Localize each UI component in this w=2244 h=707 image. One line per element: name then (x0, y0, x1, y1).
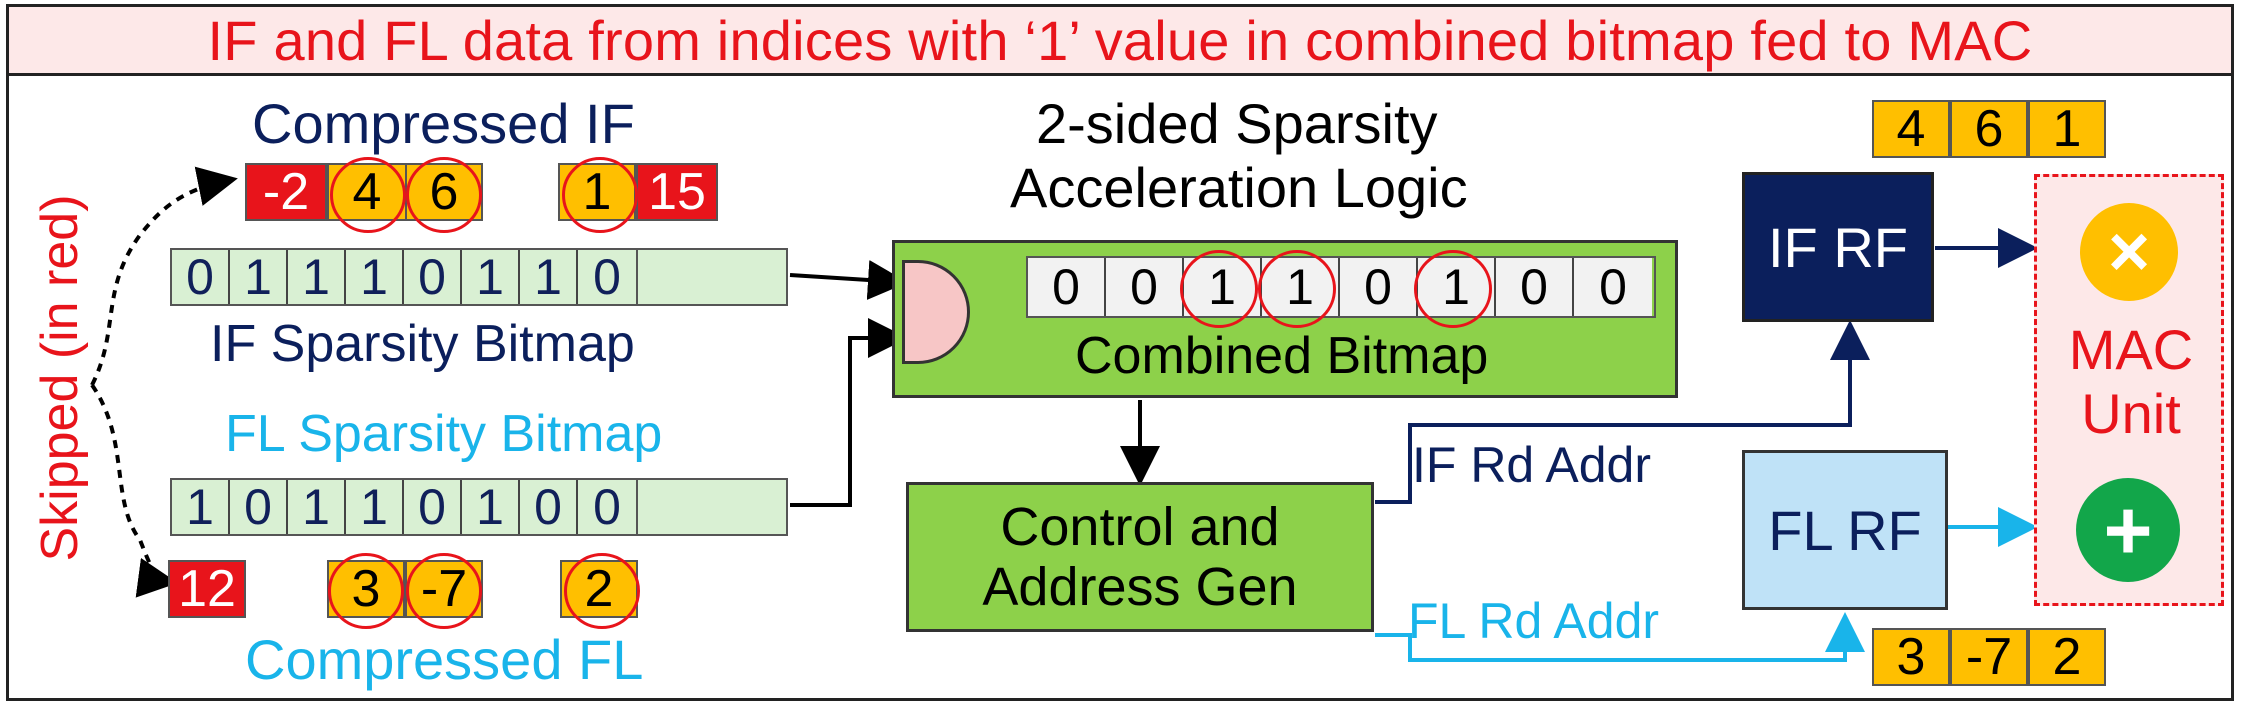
fl-rf-value: 3 (1872, 628, 1950, 686)
bitmap-cell: 0 (578, 479, 636, 535)
combined-bitmap: 0 0 1 1 0 1 0 0 (1026, 256, 1656, 318)
bitmap-cell: 0 (520, 479, 578, 535)
diagram-title: IF and FL data from indices with ‘1’ val… (207, 8, 2033, 72)
fl-bitmap-to-and (790, 318, 908, 507)
logic-title-line1: 2-sided Sparsity (1036, 92, 1438, 155)
if-rd-addr-label: IF Rd Addr (1412, 437, 1651, 493)
selected-circle (1414, 250, 1492, 328)
compressed-fl-label: Compressed FL (245, 628, 644, 691)
bitmap-cell: 0 (404, 249, 462, 305)
bitmap-cell: 0 (404, 479, 462, 535)
if-bitmap-to-and (789, 260, 908, 300)
bitmap-cell: 1 (230, 249, 288, 305)
if-bitmap-label: IF Sparsity Bitmap (210, 315, 635, 373)
fl-rf-value: 2 (2028, 628, 2106, 686)
fl-sparsity-bitmap: 1 0 1 1 0 1 0 0 (170, 478, 638, 536)
selected-circle (1180, 250, 1258, 328)
multiply-icon: × (2080, 203, 2178, 301)
bitmap-cell: 1 (462, 479, 520, 535)
diagram-frame (6, 76, 2234, 701)
add-icon: + (2076, 478, 2180, 582)
control-line1: Control and (1000, 496, 1280, 557)
fl-rf-value: -7 (1950, 628, 2028, 686)
selected-circle (330, 157, 406, 233)
bitmap-cell: 1 (288, 249, 346, 305)
skipped-label: Skipped (in red) (31, 194, 89, 562)
bitmap-cell: 1 (288, 479, 346, 535)
fl-rd-addr-label: FL Rd Addr (1408, 593, 1660, 649)
title-bar: IF and FL data from indices with ‘1’ val… (6, 4, 2234, 76)
control-line2: Address Gen (982, 557, 1298, 617)
compressed-if-value: 15 (636, 163, 718, 221)
if-rf-value: 4 (1872, 100, 1950, 158)
logic-title-line2: Acceleration Logic (1010, 156, 1468, 219)
mac-label-line1: MAC (2068, 318, 2194, 381)
bitmap-cell: 0 (230, 479, 288, 535)
selected-circle (328, 553, 404, 629)
control-address-gen-block: Control and Address Gen (906, 482, 1374, 632)
bitmap-cell: 0 (1340, 258, 1418, 316)
combined-bitmap-label: Combined Bitmap (1075, 327, 1489, 385)
bitmap-cell: 1 (346, 249, 404, 305)
selected-circle (406, 553, 482, 629)
selected-circle (406, 157, 482, 233)
bitmap-cell: 1 (462, 249, 520, 305)
mac-label-line2: Unit (2081, 382, 2181, 445)
selected-circle (564, 553, 640, 629)
selected-circle (562, 157, 638, 233)
bitmap-cell: 1 (172, 479, 230, 535)
fl-bitmap-label: FL Sparsity Bitmap (225, 405, 663, 463)
compressed-fl-value: 12 (168, 560, 246, 618)
bitmap-cell: 0 (1106, 258, 1184, 316)
compressed-if-value: -2 (245, 163, 327, 221)
if-rd-addr-line (1375, 320, 1870, 504)
skipped-arrow-top (90, 166, 238, 386)
fl-bitmap-tail (638, 478, 788, 536)
if-bitmap-tail (638, 248, 788, 306)
skipped-arrow-bottom (90, 383, 178, 598)
fl-rd-addr-line (1375, 612, 1865, 662)
compressed-if-label: Compressed IF (252, 92, 635, 155)
bitmap-cell: 0 (172, 249, 230, 305)
if-rf-value: 6 (1950, 100, 2028, 158)
fl-rf-block: FL RF (1742, 450, 1948, 610)
bitmap-cell: 0 (578, 249, 636, 305)
if-rf-block: IF RF (1742, 172, 1934, 322)
bitmap-cell: 0 (1496, 258, 1574, 316)
bitmap-cell: 1 (346, 479, 404, 535)
bitmap-cell: 1 (520, 249, 578, 305)
bitmap-cell: 0 (1028, 258, 1106, 316)
bitmap-cell: 0 (1574, 258, 1652, 316)
if-rf-value: 1 (2028, 100, 2106, 158)
selected-circle (1258, 250, 1336, 328)
if-sparsity-bitmap: 0 1 1 1 0 1 1 0 (170, 248, 638, 306)
